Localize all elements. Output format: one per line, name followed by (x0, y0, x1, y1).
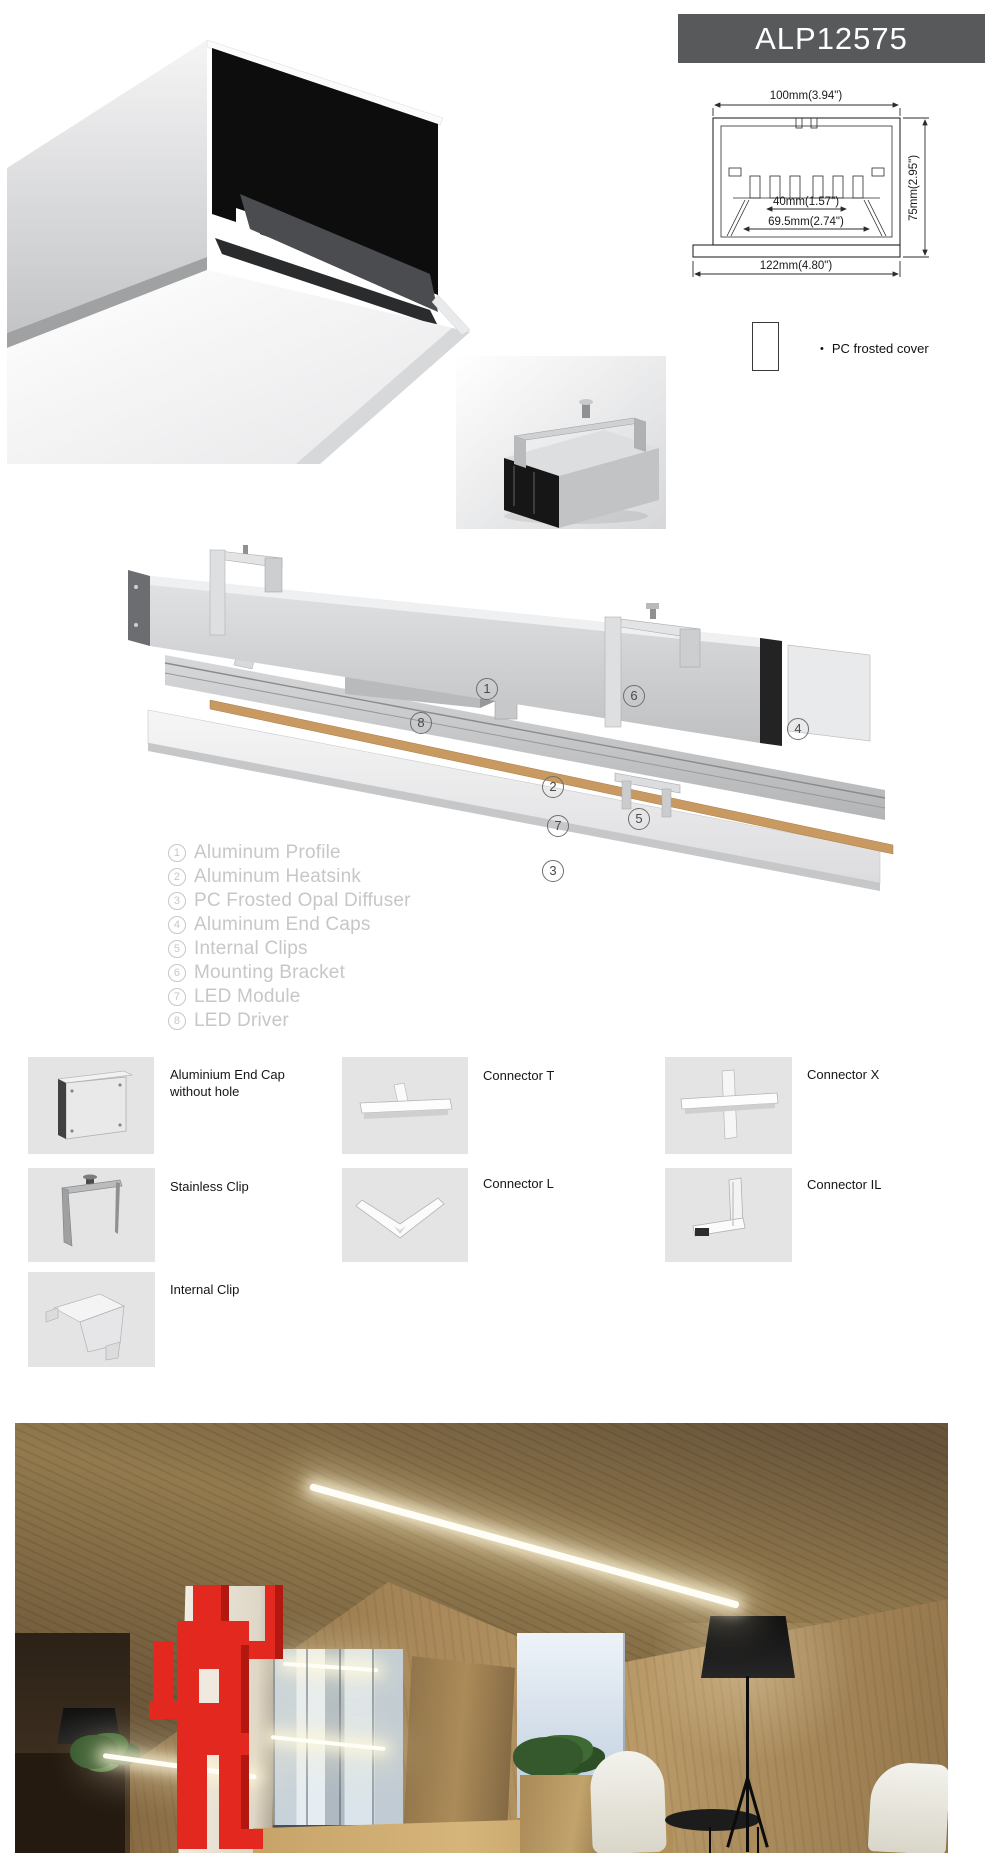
profile-hero-render (7, 39, 471, 464)
part-label: Aluminum Profile (194, 842, 341, 863)
part-label: LED Module (194, 986, 301, 1007)
hero-left-face (7, 40, 207, 333)
end-cap-icon (56, 1070, 134, 1140)
mounting-detail-render (456, 356, 666, 529)
internal-clip-part (614, 772, 681, 794)
part-label: Aluminum Heatsink (194, 866, 362, 887)
callout-7: 7 (547, 815, 569, 837)
callout-1: 1 (476, 678, 498, 700)
callout-8: 8 (410, 712, 432, 734)
parts-list: 1 Aluminum Profile 2 Aluminum Heatsink 3 PC… (168, 841, 411, 1033)
list-item: 5 Internal Clips (168, 937, 411, 961)
part-number: 8 (168, 1012, 186, 1030)
accessory-label: Connector X (807, 1067, 880, 1082)
glass-hallway (273, 1649, 403, 1853)
part-label: PC Frosted Opal Diffuser (194, 890, 411, 911)
frosted-cover-icon (752, 322, 779, 371)
callout-6: 6 (623, 685, 645, 707)
product-title-bar: ALP12575 (678, 14, 985, 63)
floor-lamp-right-shade (701, 1616, 795, 1678)
part-number: 1 (168, 844, 186, 862)
mounting-bracket-right (604, 603, 701, 728)
accessory-thumb-stainless-clip (28, 1168, 155, 1262)
connector-l-icon (355, 1197, 445, 1239)
dim-mid-label: 69.5mm(2.74") (768, 216, 844, 228)
dim-top-label: 100mm(3.94") (770, 90, 843, 102)
accessory-label: Connector T (483, 1068, 555, 1083)
list-item: 4 Aluminum End Caps (168, 913, 411, 937)
red-pixel-figure-sculpture (149, 1585, 283, 1849)
list-item: 6 Mounting Bracket (168, 961, 411, 985)
exploded-view-diagram (128, 545, 894, 891)
lamp-pole (746, 1676, 749, 1786)
part-number: 2 (168, 868, 186, 886)
cover-note-label: PC frosted cover (831, 341, 929, 356)
part-number: 7 (168, 988, 186, 1006)
end-cap-part (787, 644, 871, 742)
part-number: 5 (168, 940, 186, 958)
list-item: 1 Aluminum Profile (168, 841, 411, 865)
list-item: 2 Aluminum Heatsink (168, 865, 411, 889)
part-label: Aluminum End Caps (194, 914, 371, 935)
part-label: Internal Clips (194, 938, 308, 959)
stainless-clip-icon (61, 1174, 123, 1247)
accessory-label: Connector IL (807, 1177, 882, 1192)
callout-4: 4 (787, 718, 809, 740)
accessory-thumb-connector-t (342, 1057, 468, 1154)
cover-note: • PC frosted cover (820, 341, 929, 356)
accessory-thumb-connector-l (342, 1168, 468, 1262)
accessory-thumb-connector-il (665, 1168, 792, 1262)
accessory-label: Internal Clip (170, 1282, 240, 1297)
callout-2: 2 (542, 776, 564, 798)
list-item: 3 PC Frosted Opal Diffuser (168, 889, 411, 913)
accessory-label: Connector L (483, 1176, 554, 1191)
dim-inner-label: 40mm(1.57") (773, 196, 839, 208)
callout-3: 3 (542, 860, 564, 882)
part-number: 4 (168, 916, 186, 934)
wood-pillar (403, 1656, 515, 1853)
dimension-drawing: 100mm(3.94") 75mm(2.95") 40mm(1.57") 69.… (692, 90, 929, 277)
connector-il-icon (692, 1177, 746, 1237)
list-item: 8 LED Driver (168, 1009, 411, 1033)
accessory-label: Stainless Clip (170, 1179, 249, 1194)
part-number: 3 (168, 892, 186, 910)
lounge-chair (589, 1749, 667, 1853)
part-number: 6 (168, 964, 186, 982)
accessory-thumb-internal-clip (28, 1272, 155, 1367)
connector-t-icon (359, 1082, 453, 1119)
part-label: LED Driver (194, 1010, 289, 1031)
dim-overall-label: 122mm(4.80") (760, 260, 833, 272)
plant-left (70, 1735, 118, 1769)
bullet-icon: • (820, 343, 824, 355)
installation-photo (15, 1423, 948, 1853)
product-model: ALP12575 (755, 20, 908, 56)
accessory-thumb-connector-x (665, 1057, 792, 1154)
accessory-thumb-end-cap (28, 1057, 154, 1154)
connector-x-icon (680, 1069, 779, 1140)
reception-counter (15, 1753, 125, 1853)
accessory-label: Aluminium End Cap without hole (170, 1067, 285, 1099)
list-item: 7 LED Module (168, 985, 411, 1009)
mounting-bracket-left (209, 545, 283, 636)
callout-5: 5 (628, 808, 650, 830)
internal-clip-icon (45, 1293, 125, 1361)
part-label: Mounting Bracket (194, 962, 346, 983)
dim-height-label: 75mm(2.95") (908, 155, 920, 221)
plant-right (513, 1737, 583, 1777)
